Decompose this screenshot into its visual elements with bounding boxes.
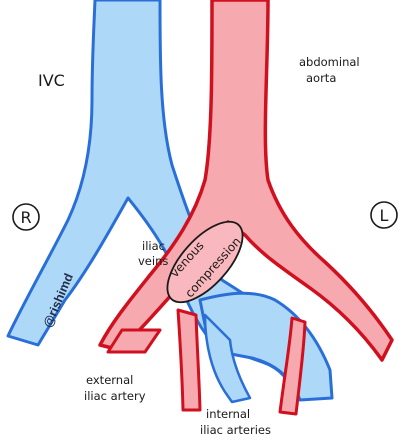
- left-side-letter: L: [380, 206, 389, 225]
- right-side-marker: R: [13, 204, 39, 230]
- venous-system: [8, 0, 332, 402]
- external-iliac-artery-label-line2: iliac artery: [84, 389, 146, 403]
- left-side-marker: L: [371, 202, 397, 228]
- right-internal-iliac-artery: [178, 310, 200, 410]
- abdominal-aorta-label-line2: aorta: [306, 71, 336, 85]
- iliac-veins-label-line1: iliac: [142, 239, 165, 253]
- abdominal-aorta-label-line1: abdominal: [299, 55, 360, 69]
- external-iliac-artery-label-line1: external: [86, 373, 133, 387]
- right-side-letter: R: [20, 208, 31, 227]
- iliac-veins-label-line2: veins: [138, 254, 168, 268]
- internal-iliac-arteries-label-line2: iliac arteries: [200, 423, 271, 437]
- internal-iliac-arteries-label-line1: internal: [206, 407, 250, 421]
- ivc-label: IVC: [38, 71, 65, 90]
